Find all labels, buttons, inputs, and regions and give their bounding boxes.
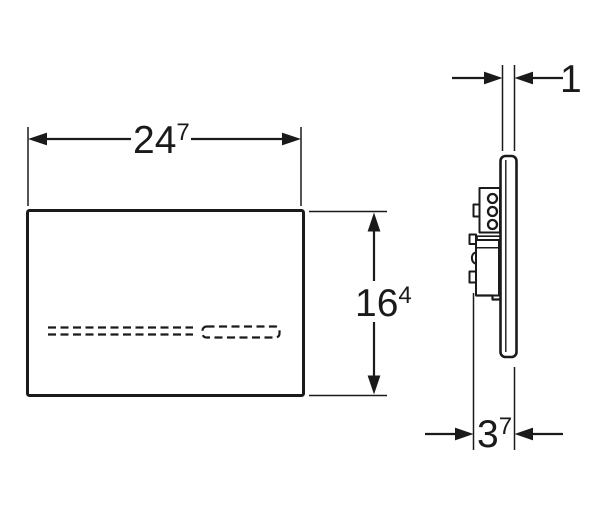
arrow-left-icon (514, 71, 533, 85)
mechanism-lower-left-tab (468, 270, 477, 284)
screw-ring-icon (486, 218, 499, 231)
side-plate-outline (499, 154, 518, 359)
arrow-right-icon (282, 132, 301, 146)
arrow-down-icon (367, 375, 381, 395)
mechanism-bottom-step (476, 294, 501, 301)
dimension-width-label: 247 (133, 119, 190, 162)
dimension-height-superscript: 4 (398, 282, 411, 309)
dimension-thickness-value: 1 (560, 58, 582, 101)
arrow-up-icon (367, 212, 381, 232)
dimension-width-superscript: 7 (176, 119, 189, 146)
side-view (468, 154, 518, 359)
arrow-left-icon (28, 132, 47, 146)
front-view (26, 209, 305, 397)
screw-ring-icon (486, 205, 499, 218)
dimension-thickness-label: 1 (560, 58, 582, 101)
screw-ring-icon (486, 192, 499, 205)
actuation-dashed-slot (201, 325, 281, 339)
arrow-left-icon (514, 427, 533, 441)
arrow-right-icon (455, 427, 474, 441)
arrow-right-icon (484, 71, 503, 85)
height-dimension: 164 (309, 210, 412, 397)
thickness-dimension: 1 (452, 58, 582, 151)
dimension-depth-superscript: 7 (499, 413, 512, 440)
dimension-depth-value: 3 (477, 413, 499, 456)
dimension-depth-label: 37 (477, 413, 512, 456)
mechanism-upper-left-tab (472, 203, 481, 218)
mechanism-mid-left-tab (468, 233, 477, 245)
depth-dimension: 37 (425, 293, 563, 456)
dimension-height-value: 16 (355, 282, 398, 325)
mechanism-left-hook (470, 251, 477, 265)
mounting-mechanism (468, 187, 501, 301)
width-dimension: 247 (27, 119, 302, 206)
dimension-height-label: 164 (355, 282, 412, 325)
dimension-width-value: 24 (133, 119, 176, 162)
front-plate-outline (26, 209, 305, 397)
